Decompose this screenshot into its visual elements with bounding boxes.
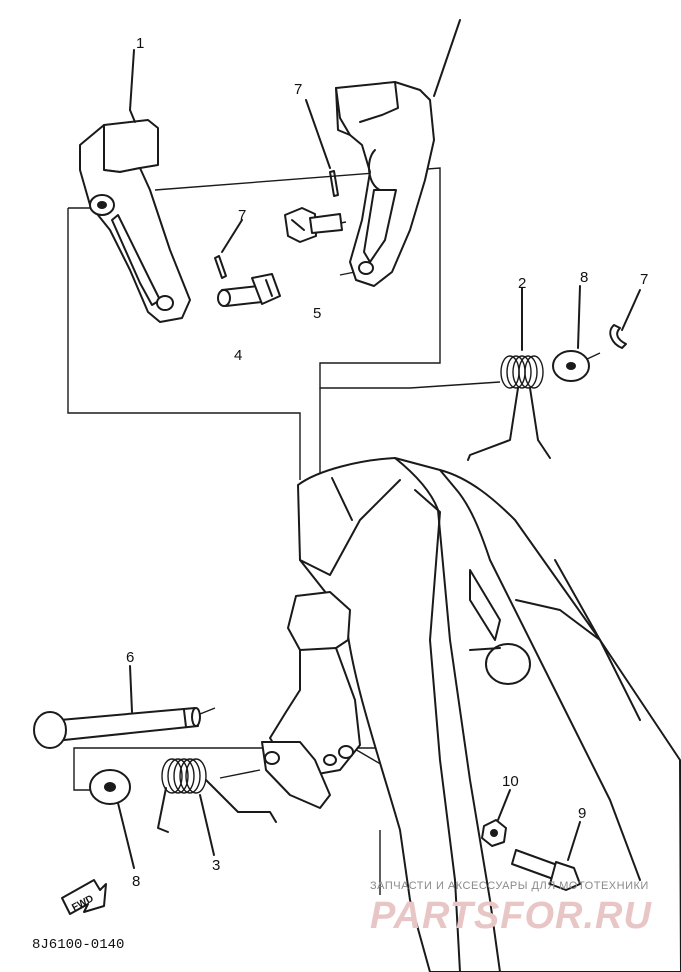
callout-8-bottom: 8 [132,873,140,890]
watermark-tagline: ЗАПЧАСТИ И АКСЕССУАРЫ ДЛЯ МОТОТЕХНИКИ [370,880,649,892]
pin-4 [217,273,281,307]
drawing-code: 8J6100-0140 [32,937,124,953]
callout-7-right: 7 [640,271,648,288]
callout-10: 10 [502,773,519,790]
washer-8-bottom [89,769,135,869]
callout-4: 4 [234,347,242,364]
callout-3: 3 [212,857,220,874]
torsion-spring-3 [157,758,277,856]
callout-6: 6 [126,649,134,666]
callout-7-left: 7 [238,207,246,224]
callout-9: 9 [578,805,586,822]
bolt-9 [511,821,581,891]
callout-2: 2 [518,275,526,292]
washer-8-top [552,285,590,382]
torsion-spring-2 [467,287,551,461]
watermark-brand: PARTSFOR.RU [370,895,652,937]
pin-6 [33,665,201,749]
watermark: ЗАПЧАСТИ И АКСЕССУАРЫ ДЛЯ МОТОТЕХНИКИ PA… [370,880,652,937]
hinge-bracket-right [335,19,461,287]
cotter-pin-center [305,99,339,197]
hinge-bracket-left [79,49,191,323]
callout-5: 5 [313,305,321,322]
cotter-pin-left [214,219,243,279]
fwd-arrow-icon: FWD [61,879,107,915]
cotter-pin-right [609,289,641,349]
callout-8-top: 8 [580,269,588,286]
swivel-tab [261,591,361,809]
callout-7-center: 7 [294,81,302,98]
pin-5 [284,207,343,243]
callout-numbers: 1 7 7 4 5 2 8 7 6 8 3 10 9 [126,35,648,890]
callout-1: 1 [136,35,144,52]
nut-10 [481,789,511,847]
clamp-bracket-body [297,457,681,972]
